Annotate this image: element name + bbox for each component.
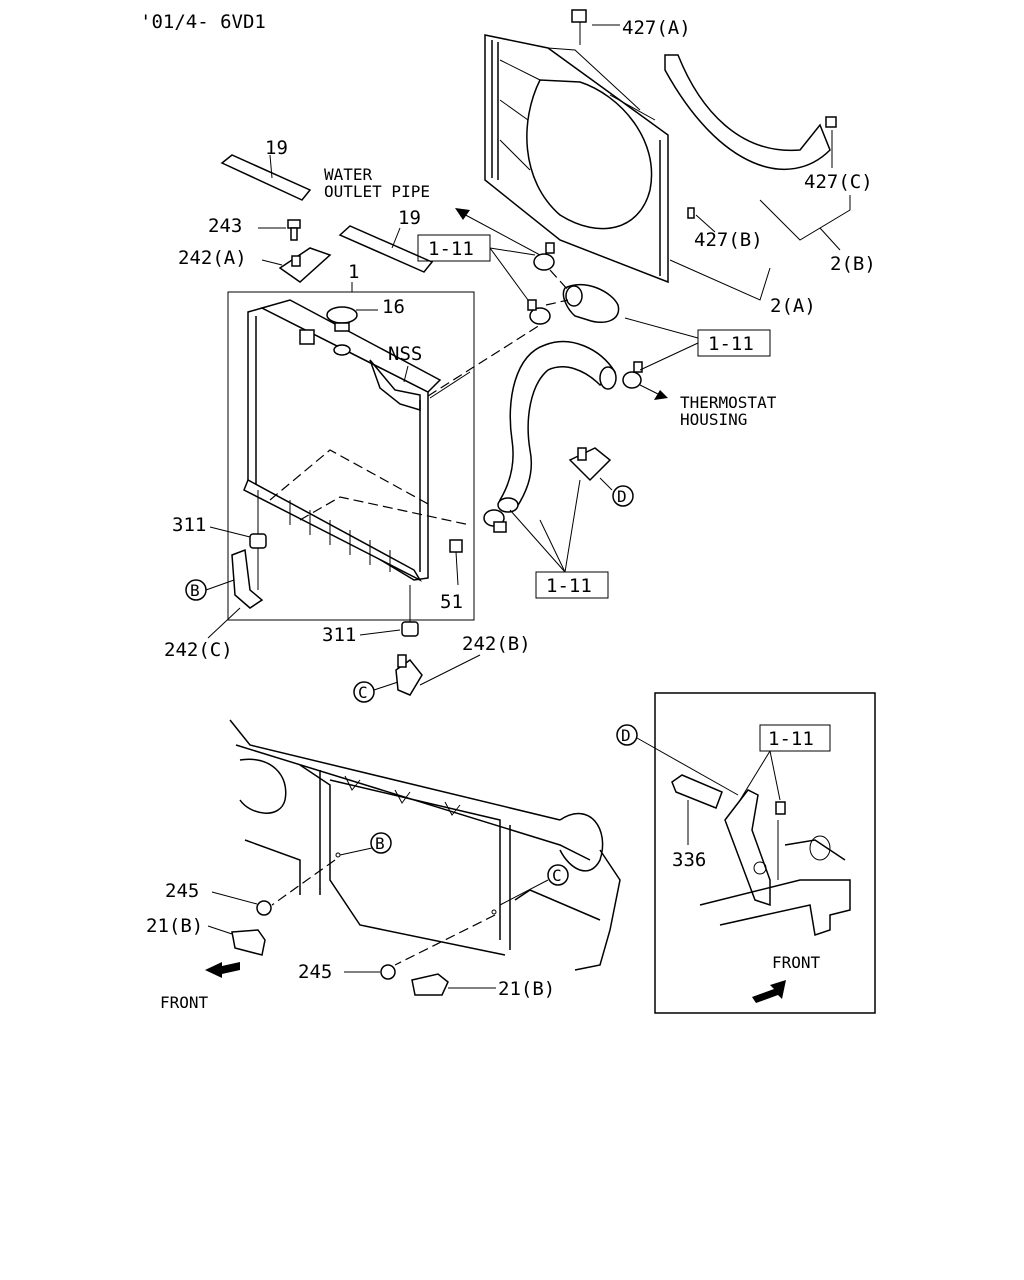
circle-c-top: C <box>353 681 375 703</box>
ref-1-11-b: 1-11 <box>708 333 754 355</box>
label-336: 336 <box>672 849 706 871</box>
label-243: 243 <box>208 215 242 237</box>
clip-427c <box>825 116 837 128</box>
bolt-243 <box>287 219 301 241</box>
clamp-lower-1 <box>622 361 643 389</box>
upper-hose <box>562 283 620 324</box>
label-311-top: 311 <box>172 514 206 536</box>
label-427c: 427(C) <box>804 171 873 193</box>
radiator-group-frame <box>227 291 475 621</box>
svg-text:C: C <box>358 683 368 702</box>
hose-clip-bracket <box>568 447 612 482</box>
bracket-242a <box>278 247 332 283</box>
pad-21b-a <box>231 929 266 956</box>
label-242a: 242(A) <box>178 247 247 269</box>
inset-frame-rail <box>699 820 851 936</box>
thermostat-line2: HOUSING <box>680 410 747 429</box>
label-2b: 2(B) <box>830 253 876 275</box>
label-242c: 242(C) <box>164 639 233 661</box>
label-245-a: 245 <box>165 880 199 902</box>
arrow-front-left <box>205 962 240 978</box>
circle-b-top: B <box>185 579 207 601</box>
label-16: 16 <box>382 296 405 318</box>
svg-text:D: D <box>617 487 627 506</box>
label-245-b: 245 <box>298 961 332 983</box>
label-19-top: 19 <box>265 137 288 159</box>
lower-shroud <box>664 54 831 171</box>
clamp-upper-1 <box>533 242 555 271</box>
bracket-242b <box>395 654 423 696</box>
lower-hose <box>497 340 617 513</box>
arrow-thermostat <box>654 390 668 400</box>
label-427b: 427(B) <box>694 229 763 251</box>
label-242b: 242(B) <box>462 633 531 655</box>
front-right: FRONT <box>772 953 821 972</box>
circle-b-bottom: B <box>370 832 392 854</box>
label-21b-b: 21(B) <box>498 978 555 1000</box>
thermostat-line1: THERMOSTAT <box>680 393 777 412</box>
hose-sleeve-336 <box>671 774 723 809</box>
svg-text:B: B <box>190 581 200 600</box>
label-427a: 427(A) <box>622 17 691 39</box>
circle-d-bottom: D <box>616 724 638 746</box>
clamp-lower-2 <box>483 509 507 533</box>
clip-427b <box>687 207 695 219</box>
arrow-water-outlet <box>455 208 470 220</box>
circle-d-top: D <box>612 485 634 507</box>
circle-c-bottom: C <box>547 864 569 886</box>
water-outlet-line1: WATER <box>324 165 373 184</box>
radiator-cap-16 <box>326 306 358 356</box>
ref-box-1-11-d <box>759 724 831 752</box>
model-code: '01/4- 6VD1 <box>140 11 266 33</box>
svg-text:D: D <box>621 726 631 745</box>
front-left: FRONT <box>160 993 209 1012</box>
svg-text:B: B <box>375 834 385 853</box>
drain-plug-51 <box>449 539 463 586</box>
clamp-upper-2 <box>527 299 551 325</box>
ref-box-1-11-c <box>535 571 609 599</box>
inset-bracket <box>724 789 786 907</box>
label-21b-a: 21(B) <box>146 915 203 937</box>
front-frame <box>229 719 621 971</box>
ref-1-11-d: 1-11 <box>768 728 814 750</box>
water-outlet-line2: OUTLET PIPE <box>324 182 430 201</box>
ref-1-11-c: 1-11 <box>546 575 592 597</box>
inset-detail-frame <box>654 692 876 1014</box>
bracket-242c <box>231 548 264 609</box>
label-19-mid: 19 <box>398 207 421 229</box>
label-1: 1 <box>348 261 359 283</box>
pad-21b-b <box>411 973 449 996</box>
label-2a: 2(A) <box>770 295 816 317</box>
label-nss: NSS <box>388 343 422 365</box>
nut-245-a <box>256 900 272 916</box>
clip-427a <box>571 9 587 23</box>
label-51: 51 <box>440 591 463 613</box>
ref-1-11-a: 1-11 <box>428 238 474 260</box>
svg-text:C: C <box>552 866 562 885</box>
label-311-bot: 311 <box>322 624 356 646</box>
radiator <box>243 299 471 582</box>
arrow-front-right <box>752 980 786 1003</box>
mount-311-bot <box>401 621 419 637</box>
nut-245-b <box>380 964 396 980</box>
cover-19-mid <box>338 225 434 273</box>
mount-311-top <box>249 533 267 549</box>
cover-19-top <box>220 154 312 201</box>
fan-shroud <box>484 34 669 284</box>
